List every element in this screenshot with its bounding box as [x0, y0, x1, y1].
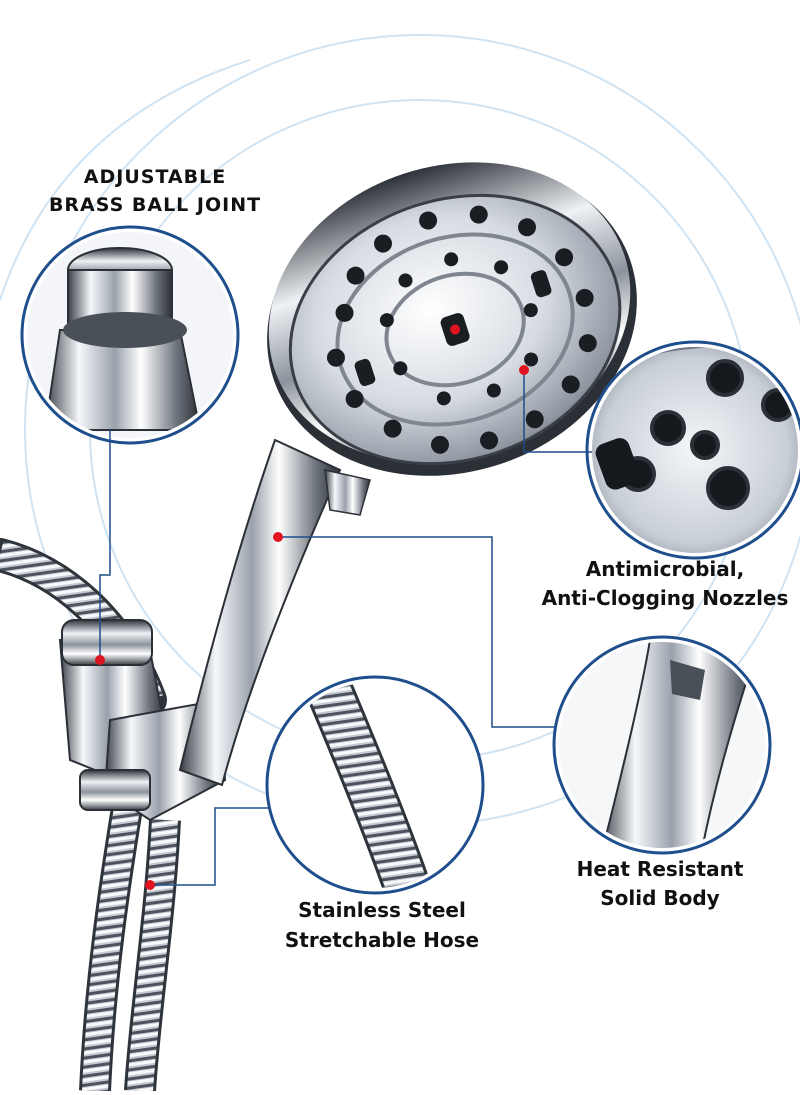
- label-hose: Stainless Steel Stretchable Hose: [262, 895, 502, 955]
- bracket-holder: [58, 619, 227, 822]
- label-body: Heat Resistant Solid Body: [545, 855, 775, 913]
- hose-bottom: [79, 787, 181, 1092]
- label-hose-line1: Stainless Steel: [298, 898, 466, 922]
- label-ball-joint-line2: BRASS BALL JOINT: [48, 193, 262, 216]
- shower-handle: [178, 438, 371, 787]
- label-nozzles-line2: Anti-Clogging Nozzles: [541, 586, 789, 610]
- label-ball-joint: ADJUSTABLE BRASS BALL JOINT: [40, 164, 270, 219]
- label-body-line2: Solid Body: [600, 886, 720, 910]
- label-ball-joint-line1: ADJUSTABLE: [83, 166, 227, 188]
- callout-nozzles: [519, 340, 800, 560]
- label-nozzles: Antimicrobial, Anti-Clogging Nozzles: [520, 555, 800, 613]
- label-body-line1: Heat Resistant: [576, 857, 744, 881]
- callout-hose: [145, 675, 485, 895]
- shower-head: [267, 162, 637, 476]
- callout-body: [273, 532, 772, 855]
- label-hose-line2: Stretchable Hose: [284, 928, 480, 952]
- callout-ball-joint: [20, 225, 240, 665]
- label-nozzles-line1: Antimicrobial,: [585, 557, 745, 581]
